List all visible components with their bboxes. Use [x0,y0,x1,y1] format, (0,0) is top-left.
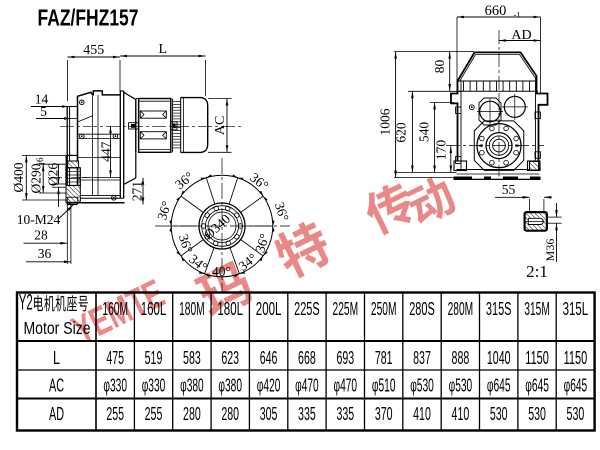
svg-text:530: 530 [567,404,585,424]
svg-text:36°: 36° [154,199,174,222]
svg-text:410: 410 [452,404,470,424]
svg-text:530: 530 [490,404,508,424]
svg-text:255: 255 [106,404,124,424]
svg-text:φ330: φ330 [103,376,127,396]
svg-text:10-M24: 10-M24 [17,212,61,227]
svg-text:φ420: φ420 [257,376,281,396]
svg-text:225S: 225S [294,299,320,319]
svg-text:335: 335 [298,404,316,424]
svg-text:-1: -1 [514,10,521,20]
svg-text:φ470: φ470 [295,376,319,396]
svg-text:AD: AD [49,404,64,424]
svg-text:1006: 1006 [378,108,393,135]
svg-text:14: 14 [35,92,49,107]
svg-text:660: 660 [485,3,507,19]
svg-text:L: L [159,42,168,57]
svg-text:530: 530 [528,404,546,424]
svg-text:455: 455 [83,43,104,58]
svg-text:80: 80 [432,60,447,74]
svg-text:φ645: φ645 [564,376,588,396]
svg-text:540: 540 [417,122,432,143]
svg-text:781: 781 [375,348,393,368]
svg-text:315M: 315M [524,299,550,319]
svg-text:519: 519 [145,348,163,368]
svg-text:5: 5 [40,104,47,119]
svg-text:255: 255 [145,404,163,424]
svg-text:Ø400: Ø400 [11,162,26,192]
svg-text:315L: 315L [563,299,589,319]
svg-text:36°: 36° [252,232,272,255]
svg-text:2:1: 2:1 [526,262,548,281]
svg-text:250M: 250M [371,299,397,319]
svg-text:φ380: φ380 [180,376,204,396]
svg-text:280S: 280S [409,299,435,319]
svg-text:φ330: φ330 [142,376,166,396]
svg-text:36°: 36° [272,200,292,223]
svg-text:888: 888 [452,348,470,368]
svg-text:620: 620 [394,122,409,143]
svg-text:40°: 40° [212,264,231,279]
svg-text:FAZ/FHZ157: FAZ/FHZ157 [38,5,139,31]
svg-text:646: 646 [260,348,278,368]
svg-text:36°: 36° [176,232,196,255]
svg-text:280M: 280M [448,299,474,319]
svg-text:315S: 315S [486,299,512,319]
svg-text:1040: 1040 [487,348,511,368]
svg-text:160M: 160M [102,299,128,319]
svg-text:225M: 225M [333,299,359,319]
svg-text:280: 280 [221,404,239,424]
svg-text:1150: 1150 [525,348,549,368]
svg-text:410: 410 [413,404,431,424]
svg-text:271: 271 [130,181,145,201]
svg-text:370: 370 [375,404,393,424]
svg-text:AD: AD [511,28,531,43]
svg-text:φ645: φ645 [487,376,511,396]
svg-text:Motor Size: Motor Size [24,318,91,338]
svg-text:φ380: φ380 [218,376,242,396]
svg-text:55: 55 [502,182,516,197]
svg-text:AC: AC [49,376,64,396]
svg-text:837: 837 [413,348,431,368]
svg-text:305: 305 [260,404,278,424]
svg-text:φ470: φ470 [334,376,358,396]
svg-text:693: 693 [336,348,354,368]
svg-text:623: 623 [221,348,239,368]
svg-text:j6: j6 [35,157,45,166]
svg-text:160L: 160L [141,299,167,319]
svg-text:Y2: Y2 [19,290,33,315]
svg-text:AC: AC [213,116,228,135]
svg-text:28: 28 [34,228,48,243]
svg-text:583: 583 [183,348,201,368]
svg-text:L: L [53,348,60,368]
svg-text:180L: 180L [217,299,243,319]
svg-text:668: 668 [298,348,316,368]
svg-text:335: 335 [336,404,354,424]
svg-text:φ645: φ645 [525,376,549,396]
svg-text:φ530: φ530 [410,376,434,396]
svg-text:36: 36 [38,246,52,261]
svg-text:180M: 180M [179,299,205,319]
svg-text:280: 280 [183,404,201,424]
svg-text:φ530: φ530 [449,376,473,396]
svg-text:170: 170 [434,140,449,161]
svg-text:447: 447 [99,141,114,162]
svg-text:200L: 200L [256,299,282,319]
svg-text:Ø26: Ø26 [46,163,61,186]
svg-text:M36: M36 [543,239,557,262]
svg-text:φ510: φ510 [372,376,396,396]
svg-text:Ø290: Ø290 [29,163,44,193]
svg-text:1150: 1150 [564,348,588,368]
svg-text:475: 475 [106,348,124,368]
